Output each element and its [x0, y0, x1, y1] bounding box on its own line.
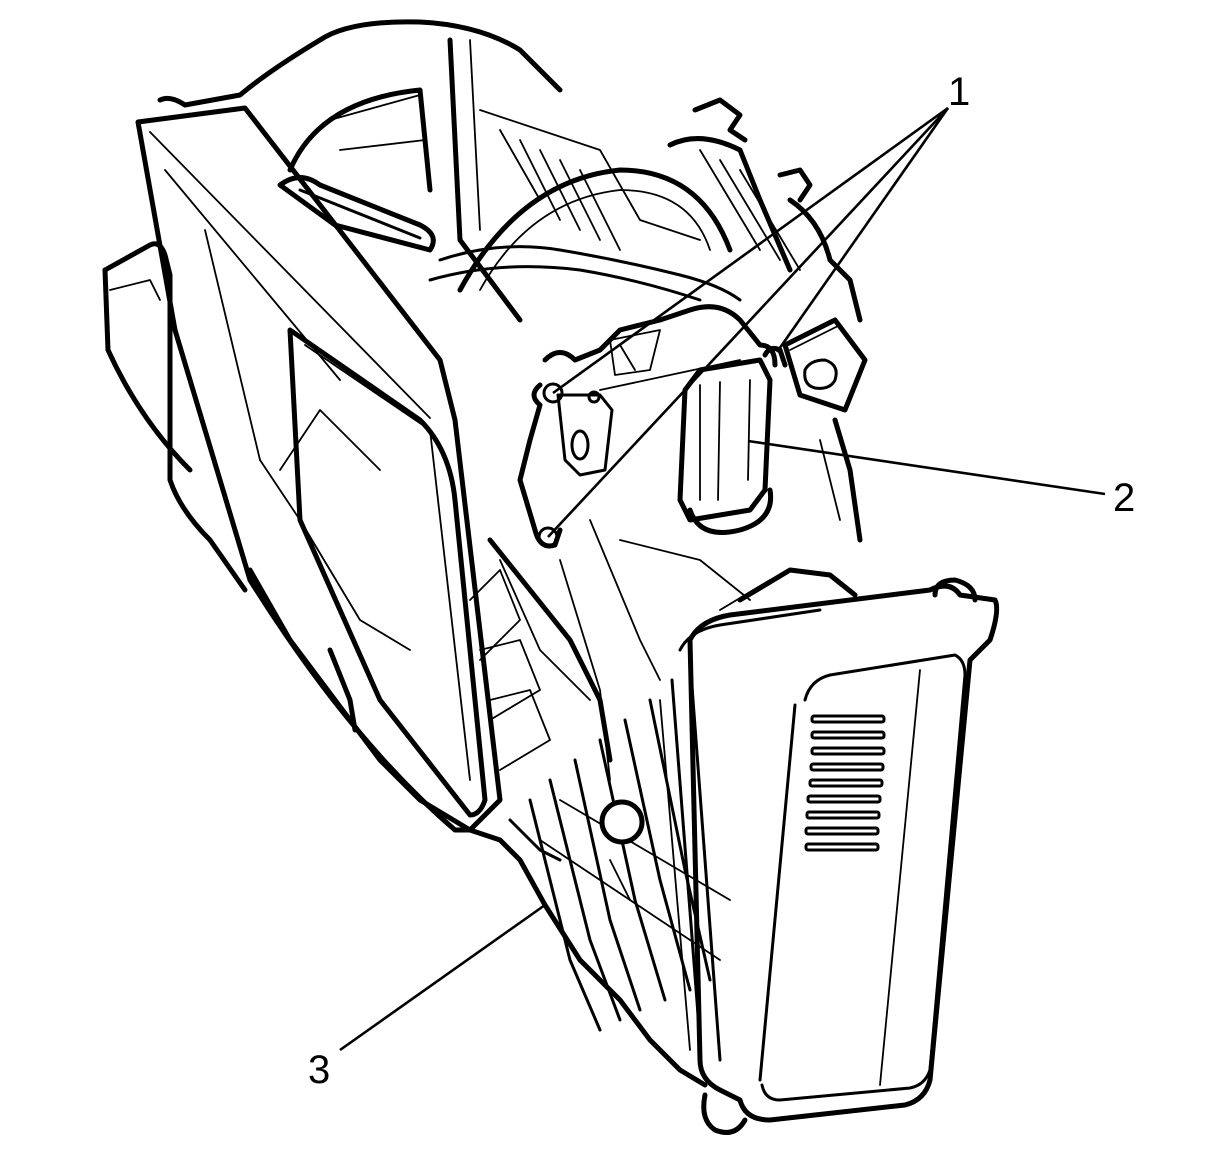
blower-section	[277, 37, 863, 323]
leader-1b	[775, 107, 950, 353]
louver-slots	[804, 714, 886, 852]
actuator-assembly	[517, 304, 788, 549]
outlet-vent	[659, 577, 1000, 1135]
left-housing	[102, 19, 563, 833]
center-duct	[469, 519, 858, 781]
lower-housing	[247, 567, 731, 1088]
leader-1c	[547, 107, 949, 538]
callout-label-1: 1	[948, 70, 971, 114]
callout-label-2: 2	[1113, 476, 1136, 520]
leader-2	[747, 439, 1106, 496]
callout-leaders	[339, 106, 1106, 1052]
leader-3	[339, 903, 546, 1052]
callout-label-3: 3	[308, 1048, 331, 1092]
right-bracket	[782, 317, 868, 543]
leader-1a	[552, 106, 949, 395]
